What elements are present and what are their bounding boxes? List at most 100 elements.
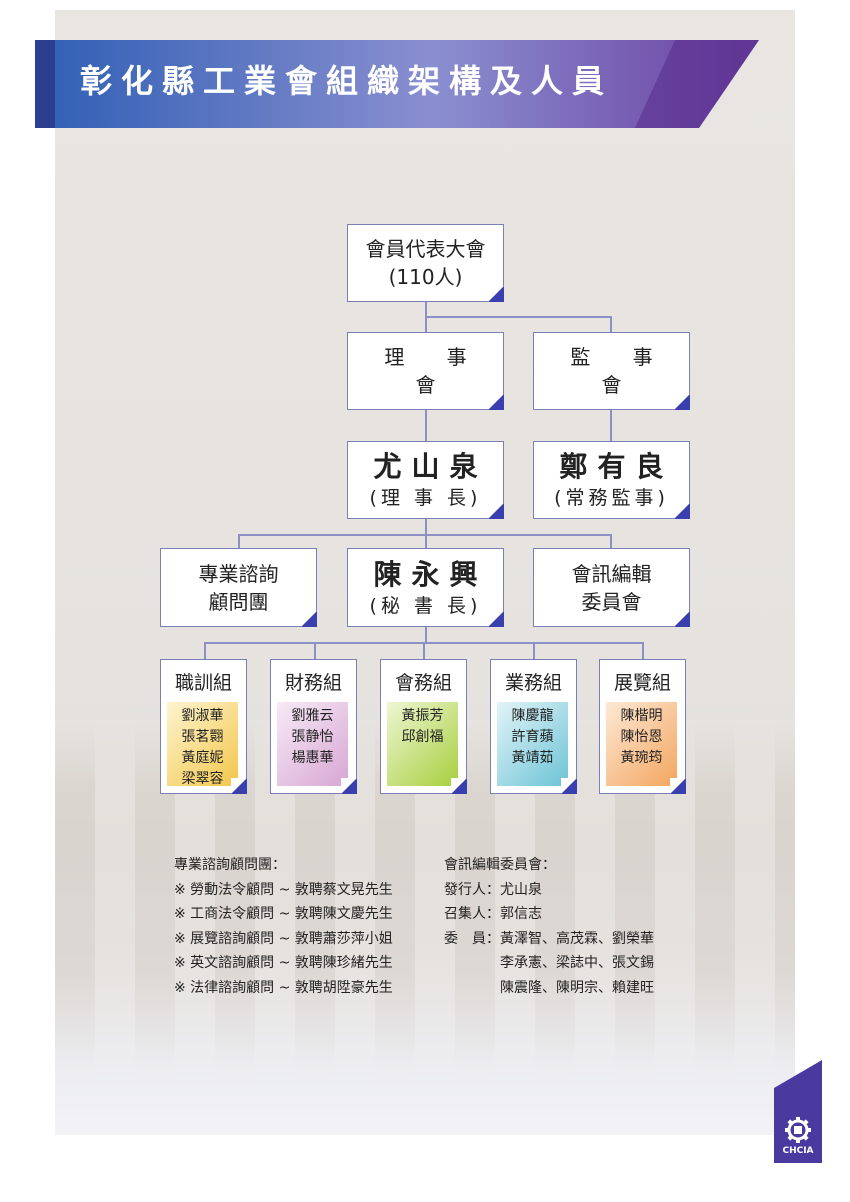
member-name: 黃振芳 [401, 708, 444, 724]
member-name: 張静怡 [291, 729, 334, 745]
standing-supervisor-name: 鄭有良 [559, 450, 674, 483]
member-name: 劉雅云 [291, 708, 334, 724]
connector [238, 534, 612, 536]
chairman-name: 尤山泉 [373, 450, 488, 483]
connector [423, 642, 425, 659]
board-label: 理 事 會 [384, 345, 485, 397]
group-members: 陳楷明 陳怡恩 黃琬筠 [606, 702, 677, 786]
member-name: 黃庭妮 [181, 750, 224, 766]
connector [238, 534, 240, 548]
advisory-notes-heading: 專業諮詢顧問團： [174, 857, 286, 873]
member-name: 劉淑華 [181, 708, 224, 724]
advisory-note-item: ※ 英文諮詢顧問 ~ 敦聘陳珍緒先生 [174, 955, 393, 971]
secretary-name: 陳永興 [373, 557, 488, 591]
connector [425, 316, 427, 332]
connector [314, 642, 316, 659]
corner-fold [341, 778, 357, 794]
newsletter-notes-heading: 會訊編輯委員會： [444, 857, 556, 873]
corner-fold [451, 778, 467, 794]
group-box-business: 業務組 陳慶龍 許育蘋 黃靖茹 [490, 659, 577, 794]
member-name: 楊惠華 [291, 750, 334, 766]
corner-fold [674, 503, 690, 519]
corner-fold [674, 394, 690, 410]
group-box-affairs: 會務組 黃振芳 邱創福 [380, 659, 467, 794]
connector [610, 410, 612, 441]
group-members: 黃振芳 邱創福 [387, 702, 458, 786]
connector [425, 519, 427, 548]
newsletter-note-line: 委 員：黃澤智、高茂霖、劉榮華 [444, 930, 654, 947]
advisory-box: 專業諮詢 顧問團 [160, 548, 317, 627]
group-members: 劉雅云 張静怡 楊惠華 [277, 702, 348, 786]
advisory-note-item: ※ 勞動法令顧問 ~ 敦聘蔡文晃先生 [174, 881, 393, 898]
assembly-box: 會員代表大會 (110人) [347, 224, 504, 302]
newsletter-notes: 會訊編輯委員會： 發行人：尤山泉 召集人：郭信志 委 員：黃澤智、高茂霖、劉榮華… [444, 853, 654, 1000]
page-title: 彰化縣工業會組織架構及人員 [80, 62, 614, 100]
newsletter-note-line: 發行人：尤山泉 [444, 881, 542, 898]
group-title: 財務組 [284, 672, 342, 694]
chcia-logo [774, 1060, 822, 1163]
member-name: 邱創福 [401, 729, 444, 745]
connector [204, 642, 206, 659]
advisory-line2: 顧問團 [208, 589, 269, 614]
newsletter-line2: 委員會 [581, 589, 642, 614]
corner-fold [231, 778, 247, 794]
newsletter-line1: 會訊編輯 [571, 561, 652, 586]
group-title: 業務組 [504, 672, 562, 694]
chairman-box: 尤山泉 (理 事 長) [347, 441, 504, 519]
group-members: 劉淑華 張茗翾 黃庭妮 梁翠容 [167, 702, 238, 787]
group-title: 職訓組 [174, 672, 232, 694]
newsletter-note-line: 李承憲、梁誌中、張文錫 [444, 955, 654, 971]
corner-fold [488, 611, 504, 627]
member-name: 許育蘋 [511, 729, 554, 745]
corner-fold [561, 778, 577, 794]
group-members: 陳慶龍 許育蘋 黃靖茹 [497, 702, 568, 786]
group-box-training: 職訓組 劉淑華 張茗翾 黃庭妮 梁翠容 [160, 659, 247, 794]
board-box: 理 事 會 [347, 332, 504, 410]
newsletter-note-line: 陳震隆、陳明宗、賴建旺 [444, 979, 654, 996]
supervisors-box: 監 事 會 [533, 332, 690, 410]
standing-supervisor-box: 鄭有良 (常務監事) [533, 441, 690, 519]
connector [425, 316, 612, 318]
member-name: 梁翠容 [181, 771, 224, 787]
newsletter-note-line: 召集人：郭信志 [444, 906, 542, 922]
advisory-note-item: ※ 法律諮詢顧問 ~ 敦聘胡陞豪先生 [174, 979, 393, 996]
advisory-note-item: ※ 展覽諮詢顧問 ~ 敦聘蕭莎萍小姐 [174, 930, 393, 947]
supervisors-label: 監 事 會 [570, 345, 671, 397]
connector [425, 627, 427, 643]
secretary-role: (秘 書 長) [369, 594, 482, 617]
member-name: 黃靖茹 [511, 750, 554, 766]
corner-fold [670, 778, 686, 794]
connector [610, 316, 612, 332]
connector [533, 642, 535, 659]
assembly-label: 會員代表大會 [365, 237, 486, 261]
secretary-box: 陳永興 (秘 書 長) [347, 548, 504, 627]
member-name: 陳慶龍 [511, 708, 554, 724]
connector [642, 642, 644, 659]
connector [610, 534, 612, 548]
chairman-role: (理 事 長) [369, 487, 482, 509]
logo-text: CHCIA [782, 1146, 814, 1156]
corner-fold [488, 503, 504, 519]
member-name: 陳怡恩 [620, 729, 663, 745]
member-name: 陳楷明 [620, 708, 663, 724]
group-box-exhibition: 展覽組 陳楷明 陳怡恩 黃琬筠 [599, 659, 686, 794]
corner-fold [301, 611, 317, 627]
title-banner [35, 40, 759, 128]
connector [425, 302, 427, 317]
connector [425, 410, 427, 441]
assembly-count: (110人) [388, 265, 463, 289]
newsletter-box: 會訊編輯 委員會 [533, 548, 690, 627]
corner-fold [488, 286, 504, 302]
advisory-notes: 專業諮詢顧問團： ※ 勞動法令顧問 ~ 敦聘蔡文晃先生 ※ 工商法令顧問 ~ 敦… [174, 853, 393, 1000]
member-name: 黃琬筠 [620, 750, 663, 766]
group-box-finance: 財務組 劉雅云 張静怡 楊惠華 [270, 659, 357, 794]
corner-fold [488, 394, 504, 410]
advisory-line1: 專業諮詢 [198, 561, 279, 586]
standing-supervisor-role: (常務監事) [554, 487, 669, 509]
advisory-note-item: ※ 工商法令顧問 ~ 敦聘陳文慶先生 [174, 906, 393, 922]
group-title: 展覽組 [613, 672, 671, 694]
corner-fold [674, 611, 690, 627]
gear-icon [785, 1117, 811, 1143]
group-title: 會務組 [394, 672, 452, 694]
member-name: 張茗翾 [181, 729, 224, 745]
